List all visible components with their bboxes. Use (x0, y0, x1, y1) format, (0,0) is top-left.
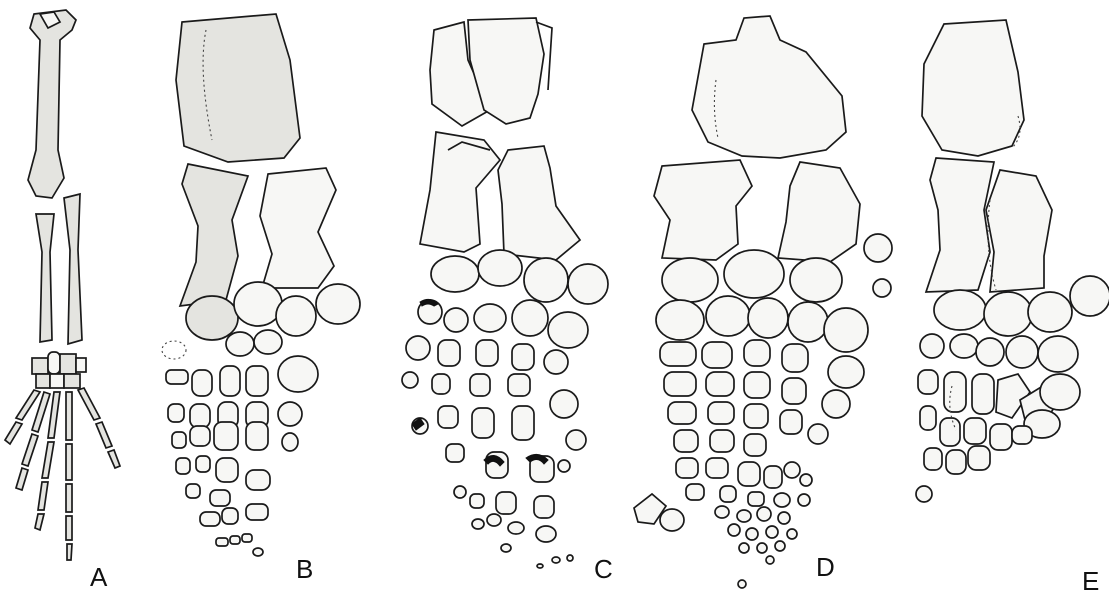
panel-a-humerus (28, 10, 76, 198)
panel-d-ulna (778, 162, 860, 262)
panel-a-radius (36, 214, 54, 342)
panel-a-limb-skeleton (5, 10, 120, 560)
panel-a-carpals (32, 352, 86, 388)
panel-e-radius (926, 158, 994, 292)
panel-b-phalanges (166, 366, 302, 556)
panel-b-flipper (162, 14, 360, 556)
panel-label-a: A (90, 562, 107, 593)
panel-c-carpals (418, 250, 608, 348)
panel-d-phalanges (634, 340, 864, 588)
panel-label-b: B (296, 554, 313, 585)
panel-e-flipper (916, 20, 1109, 502)
panel-e-humerus (922, 20, 1024, 156)
panel-d-radius (654, 160, 752, 260)
panel-c-flipper (402, 18, 608, 568)
panel-label-d: D (816, 552, 835, 583)
panel-label-c: C (594, 554, 613, 585)
panel-b-radius (180, 164, 248, 306)
panel-label-e: E (1082, 566, 1099, 597)
panel-e-ulna (986, 170, 1052, 292)
panel-b-ulna (260, 168, 336, 288)
panel-c-ulna (498, 146, 580, 260)
panel-a-digits (5, 388, 120, 560)
panel-d-flipper (634, 16, 892, 588)
panel-d-humerus (692, 16, 846, 158)
panel-b-humerus (176, 14, 300, 162)
panel-e-phalanges (916, 370, 1080, 502)
panel-a-ulna (64, 194, 82, 344)
panel-c-phalanges (402, 336, 586, 568)
